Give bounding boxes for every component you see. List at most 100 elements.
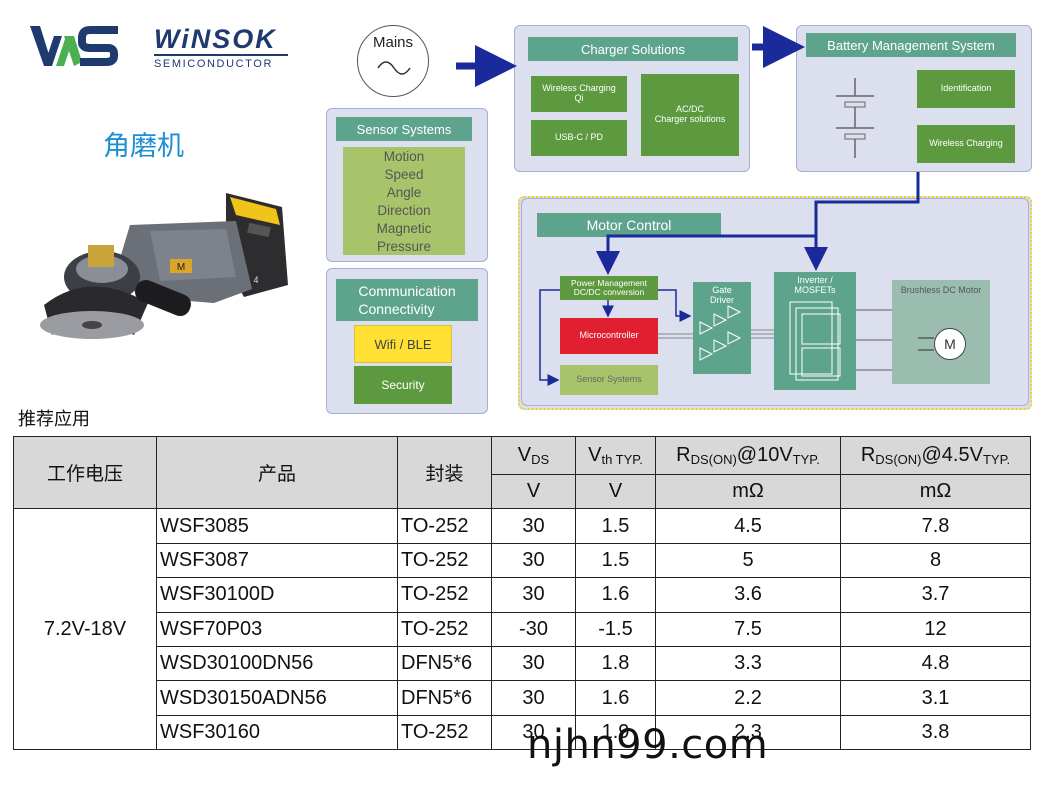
rdson-4.5v-cell: 3.1: [840, 680, 1031, 716]
inverter-mosfets-label: Inverter / MOSFETs: [794, 275, 836, 295]
rdson-10v-cell: 4.5: [655, 508, 841, 544]
sensor-item: Angle: [386, 185, 422, 200]
voltage-range-cell: 7.2V-18V: [13, 508, 157, 751]
header-r45-sub2: TYP.: [982, 452, 1011, 467]
vds-cell: 30: [491, 680, 576, 716]
header-voltage: 工作电压: [13, 435, 157, 510]
rdson-10v-cell: 7.5: [655, 611, 841, 647]
header-vds: VDS: [491, 436, 576, 475]
winsok-logo-mark-icon: [30, 26, 118, 66]
rdson-4.5v-cell: 12: [840, 611, 1031, 647]
product-cell: WSD30150ADN56: [156, 680, 398, 716]
package-cell: TO-252: [397, 542, 492, 579]
vth-cell: 1.5: [575, 542, 656, 579]
vth-cell: -1.5: [575, 611, 656, 647]
header-vds-sub: DS: [531, 452, 550, 467]
identification-box: Identification: [917, 70, 1015, 108]
grinder-badge-text: M: [177, 262, 185, 273]
rdson-10v-cell: 5: [655, 542, 841, 579]
battery-wireless-charging-label: Wireless Charging: [929, 138, 1003, 149]
grinder-label: 4: [253, 275, 258, 285]
rdson-10v-cell: 2.3: [655, 714, 841, 751]
table-row: WSF30100D TO-252 30 1.6 3.6 3.7: [14, 577, 1031, 613]
package-cell: DFN5*6: [397, 645, 492, 682]
battery-cell-icon: [836, 78, 874, 158]
header-r45-pre: R: [860, 444, 876, 466]
usb-c-pd-box: USB-C / PD: [531, 120, 627, 156]
table-row: WSD30150ADN56 DFN5*6 30 1.6 2.2 3.1: [14, 680, 1031, 716]
usb-c-pd-label: USB-C / PD: [554, 132, 603, 143]
table-row: 7.2V-18V WSF3085 TO-252 30 1.5 4.5 7.8: [13, 508, 1031, 751]
microcontroller-box: Microcontroller: [560, 318, 658, 354]
vds-cell: 30: [491, 577, 576, 613]
header-rdson-10v: RDS(ON)@10VTYP.: [655, 436, 841, 475]
unit-vds: V: [491, 473, 576, 510]
header-r45-mid: @4.5V: [921, 444, 983, 466]
security-label: Security: [381, 378, 425, 392]
header-vth-main: V: [588, 444, 602, 466]
motor-sensor-systems-box: Sensor Systems: [560, 365, 658, 395]
identification-label: Identification: [940, 83, 992, 94]
header-r10-mid: @10V: [736, 444, 793, 466]
header-rdson-4.5v: RDS(ON)@4.5VTYP.: [840, 436, 1031, 475]
header-vth: Vth TYP.: [575, 436, 656, 475]
acdc-charger-box: AC/DC Charger solutions: [641, 74, 739, 156]
vth-cell: 1.5: [575, 508, 656, 544]
wireless-charging-qi-label: Wireless Charging Qi: [542, 83, 616, 103]
sensor-item: Pressure: [376, 239, 432, 254]
security-box: Security: [354, 366, 452, 404]
vds-cell: 30: [491, 714, 576, 751]
rdson-4.5v-cell: 3.7: [840, 577, 1031, 613]
motor-sensor-systems-label: Sensor Systems: [576, 374, 642, 385]
table-row: WSD30100DN56 DFN5*6 30 1.8 3.3 4.8: [14, 645, 1031, 682]
header-product: 产品: [156, 435, 398, 510]
inverter-mosfets-box: Inverter / MOSFETs: [774, 272, 856, 390]
package-cell: DFN5*6: [397, 680, 492, 716]
communication-title: Communication Connectivity: [336, 279, 478, 321]
unit-rdson-4.5v: mΩ: [840, 473, 1031, 510]
table-header-row: 工作电压 产品 封装 VDS Vth TYP. RDS(ON)@10VTYP. …: [13, 435, 1031, 510]
battery-management-title: Battery Management System: [806, 33, 1016, 57]
package-cell: TO-252: [397, 577, 492, 613]
logo-divider: [154, 54, 288, 56]
product-title: 角磨机: [103, 131, 184, 162]
mains-source: Mains: [357, 25, 429, 97]
table-caption: 推荐应用: [18, 409, 90, 430]
product-cell: WSF30160: [156, 714, 398, 751]
grinder-badge: [170, 259, 192, 273]
table-row: WSF3087 TO-252 30 1.5 5 8: [14, 542, 1031, 579]
header-vds-main: V: [517, 444, 532, 466]
header-package: 封装: [397, 435, 492, 510]
vds-cell: 30: [491, 645, 576, 682]
table-unit-row: V V mΩ mΩ: [14, 473, 1031, 510]
package-cell: TO-252: [397, 508, 492, 544]
product-cell: WSF3087: [156, 542, 398, 579]
gate-driver-box: Gate Driver: [693, 282, 751, 374]
charger-solutions-title: Charger Solutions: [528, 37, 738, 61]
brushless-dc-motor-label: Brushless DC Motor: [900, 285, 982, 295]
vth-cell: 1.6: [575, 680, 656, 716]
unit-rdson-10v: mΩ: [655, 473, 841, 510]
wifi-ble-label: Wifi / BLE: [374, 336, 432, 352]
ac-wave-icon: [377, 61, 411, 75]
package-cell: TO-252: [397, 714, 492, 751]
logo-subtitle: SEMICONDUCTOR: [154, 58, 273, 70]
product-cell: WSF3085: [156, 508, 398, 544]
table-row: WSF70P03 TO-252 -30 -1.5 7.5 12: [14, 611, 1031, 647]
sensor-list: Motion Speed Angle Direction Magnetic Pr…: [343, 147, 465, 255]
header-vth-sub: th TYP.: [601, 452, 643, 467]
vth-cell: 1.8: [575, 645, 656, 682]
rdson-4.5v-cell: 4.8: [840, 645, 1031, 682]
rdson-4.5v-cell: 7.8: [840, 508, 1031, 544]
table-row: WSF30160 TO-252 30 1.9 2.3 3.8: [14, 714, 1031, 751]
communication-title-label: Communication Connectivity: [358, 283, 456, 317]
header-r10-sub2: TYP.: [792, 452, 820, 467]
product-cell: WSF30100D: [156, 577, 398, 613]
sensor-item: Speed: [384, 167, 424, 182]
motor-symbol-label: M: [944, 336, 956, 352]
header-r45-sub: DS(ON): [875, 452, 922, 467]
header-r10-sub: DS(ON): [690, 452, 737, 467]
battery-wireless-charging-box: Wireless Charging: [917, 125, 1015, 163]
sensor-item: Magnetic: [376, 221, 432, 236]
header-r10-pre: R: [676, 444, 691, 466]
